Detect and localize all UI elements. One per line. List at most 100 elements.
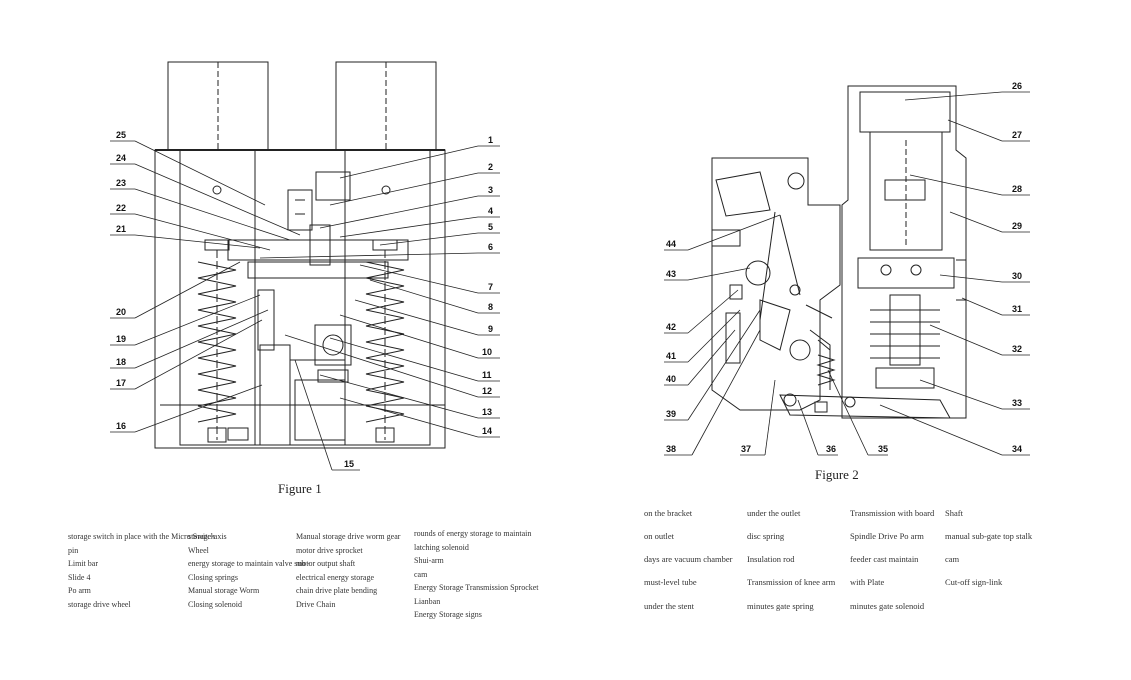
figure-1-callout-20: 20 — [116, 307, 126, 317]
legend-item: Drive Chain — [296, 599, 336, 609]
figure-2-callout-29: 29 — [1012, 221, 1022, 231]
figure-1-callout-14: 14 — [482, 426, 492, 436]
figure-1-callout-10: 10 — [482, 347, 492, 357]
figure-1-callout-19: 19 — [116, 334, 126, 344]
figure-1-callout-8: 8 — [488, 302, 493, 312]
legend-1-col-2: storage-axis Wheel energy storage to mai… — [188, 530, 310, 611]
legend-item: Limit bar — [68, 559, 98, 568]
figure-2-callout-28: 28 — [1012, 184, 1022, 194]
legend-item: on the bracket — [644, 508, 693, 518]
figure-2-callout-41: 41 — [666, 351, 676, 361]
legend-item: feeder cast maintain — [850, 554, 919, 564]
figure-1-callout-25: 25 — [116, 130, 126, 140]
legend-1-col-1: storage switch in place with the Micro S… — [68, 530, 215, 611]
legend-item: manual sub-gate top stalk — [945, 531, 1033, 541]
legend-item: pin — [68, 545, 79, 555]
legend-item: energy storage to maintain valve sub - — [188, 559, 311, 568]
figure-2-callout-numbers: 26 27 28 29 30 31 32 33 34 35 36 37 38 39 40 41 42 43 44 — [666, 81, 1022, 454]
figure-1-callout-21: 21 — [116, 224, 126, 234]
legend-item: storage drive wheel — [68, 599, 131, 609]
figure-1-callout-13: 13 — [482, 407, 492, 417]
figure-1-callout-16: 16 — [116, 421, 126, 431]
figure-1-callout-18: 18 — [116, 357, 126, 367]
legend-item: latching solenoid — [414, 542, 469, 552]
figure-1-leader-lines — [110, 140, 500, 471]
legend-item: Transmission with board — [850, 508, 935, 518]
figure-2-callout-37: 37 — [741, 444, 751, 454]
legend-item: motor output shaft — [296, 559, 356, 568]
figure-1-callout-7: 7 — [488, 282, 493, 292]
legend-item: Closing solenoid — [188, 599, 243, 609]
figure-2-callout-30: 30 — [1012, 271, 1022, 281]
figure-1-callout-15: 15 — [344, 459, 354, 469]
legend-item: cam — [414, 569, 428, 579]
figure-1-callout-3: 3 — [488, 185, 493, 195]
legend-item: Slide 4 — [68, 572, 91, 582]
figure-1-callout-numbers: 1234567891011121314151617181920212223242… — [116, 130, 493, 469]
legend-item: Manual storage Worm — [188, 586, 260, 595]
legend-item: Manual storage drive worm gear — [296, 532, 401, 541]
figure-1-callout-5: 5 — [488, 222, 493, 232]
figure-1-callout-22: 22 — [116, 203, 126, 213]
legend-item: Insulation rod — [747, 554, 795, 564]
figure-2-callout-36: 36 — [826, 444, 836, 454]
figure-1-callout-17: 17 — [116, 378, 126, 388]
figure-2-callout-42: 42 — [666, 322, 676, 332]
figure-2-caption: Figure 2 — [815, 467, 859, 482]
legend-item: Shaft — [945, 508, 963, 518]
figure-2-callout-39: 39 — [666, 409, 676, 419]
figure-2-callout-38: 38 — [666, 444, 676, 454]
legend-item: Cut-off sign-link — [945, 577, 1003, 587]
figure-1-callout-9: 9 — [488, 324, 493, 334]
figure-1-callout-23: 23 — [116, 178, 126, 188]
legend-item: disc spring — [747, 531, 785, 541]
figure-1-callout-6: 6 — [488, 242, 493, 252]
legend-item: rounds of energy storage to maintain — [414, 529, 532, 538]
legend-item: days are vacuum chamber — [644, 554, 733, 564]
figure-2-leader-lines — [664, 91, 1030, 456]
legend-item: under the stent — [644, 601, 695, 611]
legend-item: with Plate — [850, 577, 885, 587]
legend-item: Po arm — [68, 586, 91, 595]
legend-item: Wheel — [188, 545, 209, 555]
legend-item: Energy Storage signs — [414, 610, 482, 619]
legend-item: Spindle Drive Po arm — [850, 531, 924, 541]
figure-2-callout-40: 40 — [666, 374, 676, 384]
legend-item: must-level tube — [644, 577, 697, 587]
figure-2-callout-31: 31 — [1012, 304, 1022, 314]
legend-item: Lianban — [414, 596, 441, 606]
figure-2-callout-43: 43 — [666, 269, 676, 279]
legend-item: motor drive sprocket — [296, 545, 363, 555]
legend-item: Shui-arm — [414, 556, 444, 565]
figure-1-callout-11: 11 — [482, 370, 492, 380]
figure-1-callout-24: 24 — [116, 153, 126, 163]
legend-1-col-3: Manual storage drive worm gear motor dri… — [296, 530, 400, 611]
legend-item: Transmission of knee arm — [747, 577, 836, 587]
figure-2-callout-26: 26 — [1012, 81, 1022, 91]
figure-2-callout-32: 32 — [1012, 344, 1022, 354]
legend-1-col-4: rounds of energy storage to maintain lat… — [414, 527, 539, 622]
figure-2-callout-27: 27 — [1012, 130, 1022, 140]
figure-1-callout-2: 2 — [488, 162, 493, 172]
figure-1-callout-12: 12 — [482, 386, 492, 396]
legend-item: minutes gate spring — [747, 601, 814, 611]
figure-2-drawing — [711, 85, 967, 419]
legend-item: cam — [945, 554, 960, 564]
figure-1-callout-1: 1 — [488, 135, 493, 145]
legend-item: storage-axis — [188, 532, 227, 541]
figure-2-callout-33: 33 — [1012, 398, 1022, 408]
legend-item: Closing springs — [188, 572, 239, 582]
legend-item: under the outlet — [747, 508, 801, 518]
figure-2-callout-44: 44 — [666, 239, 676, 249]
figure-2-callout-34: 34 — [1012, 444, 1022, 454]
legend-item: storage switch in place with the Micro S… — [68, 532, 215, 541]
legend-item: chain drive plate bending — [296, 586, 378, 595]
figure-2-callout-35: 35 — [878, 444, 888, 454]
legend-item: minutes gate solenoid — [850, 601, 925, 611]
legend-item: Energy Storage Transmission Sprocket — [414, 583, 539, 592]
legend-item: on outlet — [644, 531, 674, 541]
figure-1-callout-4: 4 — [488, 206, 493, 216]
legend-item: electrical energy storage — [296, 572, 375, 582]
figure-1-caption: Figure 1 — [278, 481, 322, 496]
